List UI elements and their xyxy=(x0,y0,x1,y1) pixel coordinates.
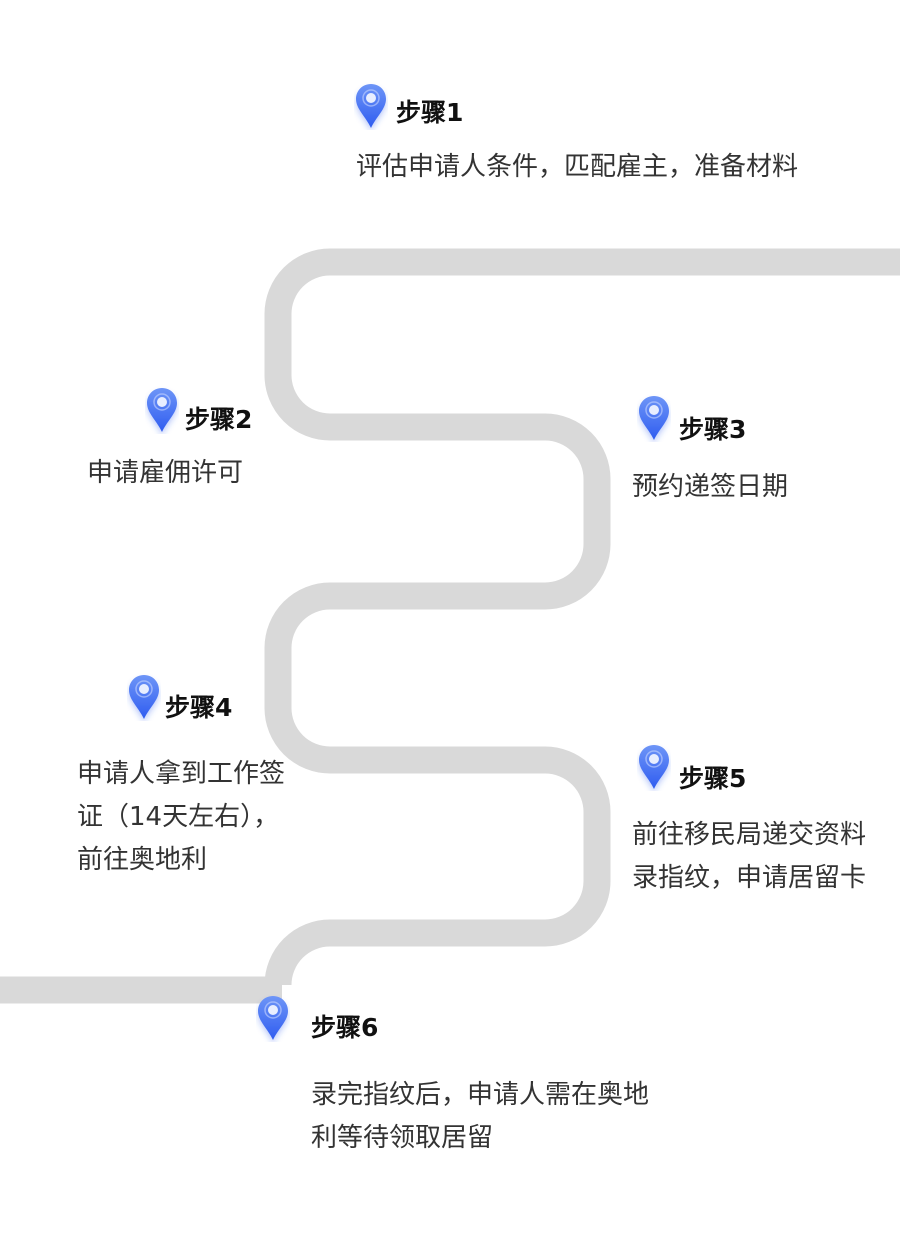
location-pin-icon xyxy=(145,386,179,434)
step-title: 步骤4 xyxy=(165,693,233,722)
step-title: 步骤2 xyxy=(185,405,253,434)
step-title: 步骤6 xyxy=(311,1013,379,1042)
step-description: 申请雇佣许可 xyxy=(87,458,244,488)
location-pin-icon xyxy=(637,394,671,442)
step-title: 步骤1 xyxy=(396,98,464,127)
location-pin-icon xyxy=(256,994,290,1042)
step-title: 步骤5 xyxy=(679,764,747,793)
step-description: 评估申请人条件，匹配雇主，准备材料 xyxy=(356,152,799,182)
step-description: 录完指纹后，申请人需在奥地利等待领取居留 xyxy=(311,1080,650,1153)
location-pin-icon xyxy=(127,673,161,721)
step-title: 步骤3 xyxy=(679,415,747,444)
step-description: 前往移民局递交资料录指纹，申请居留卡 xyxy=(632,820,867,893)
step-description: 预约递签日期 xyxy=(632,472,789,502)
step-description: 申请人拿到工作签证（14天左右），前往奥地利 xyxy=(77,759,286,875)
location-pin-icon xyxy=(354,82,388,130)
location-pin-icon xyxy=(637,743,671,791)
